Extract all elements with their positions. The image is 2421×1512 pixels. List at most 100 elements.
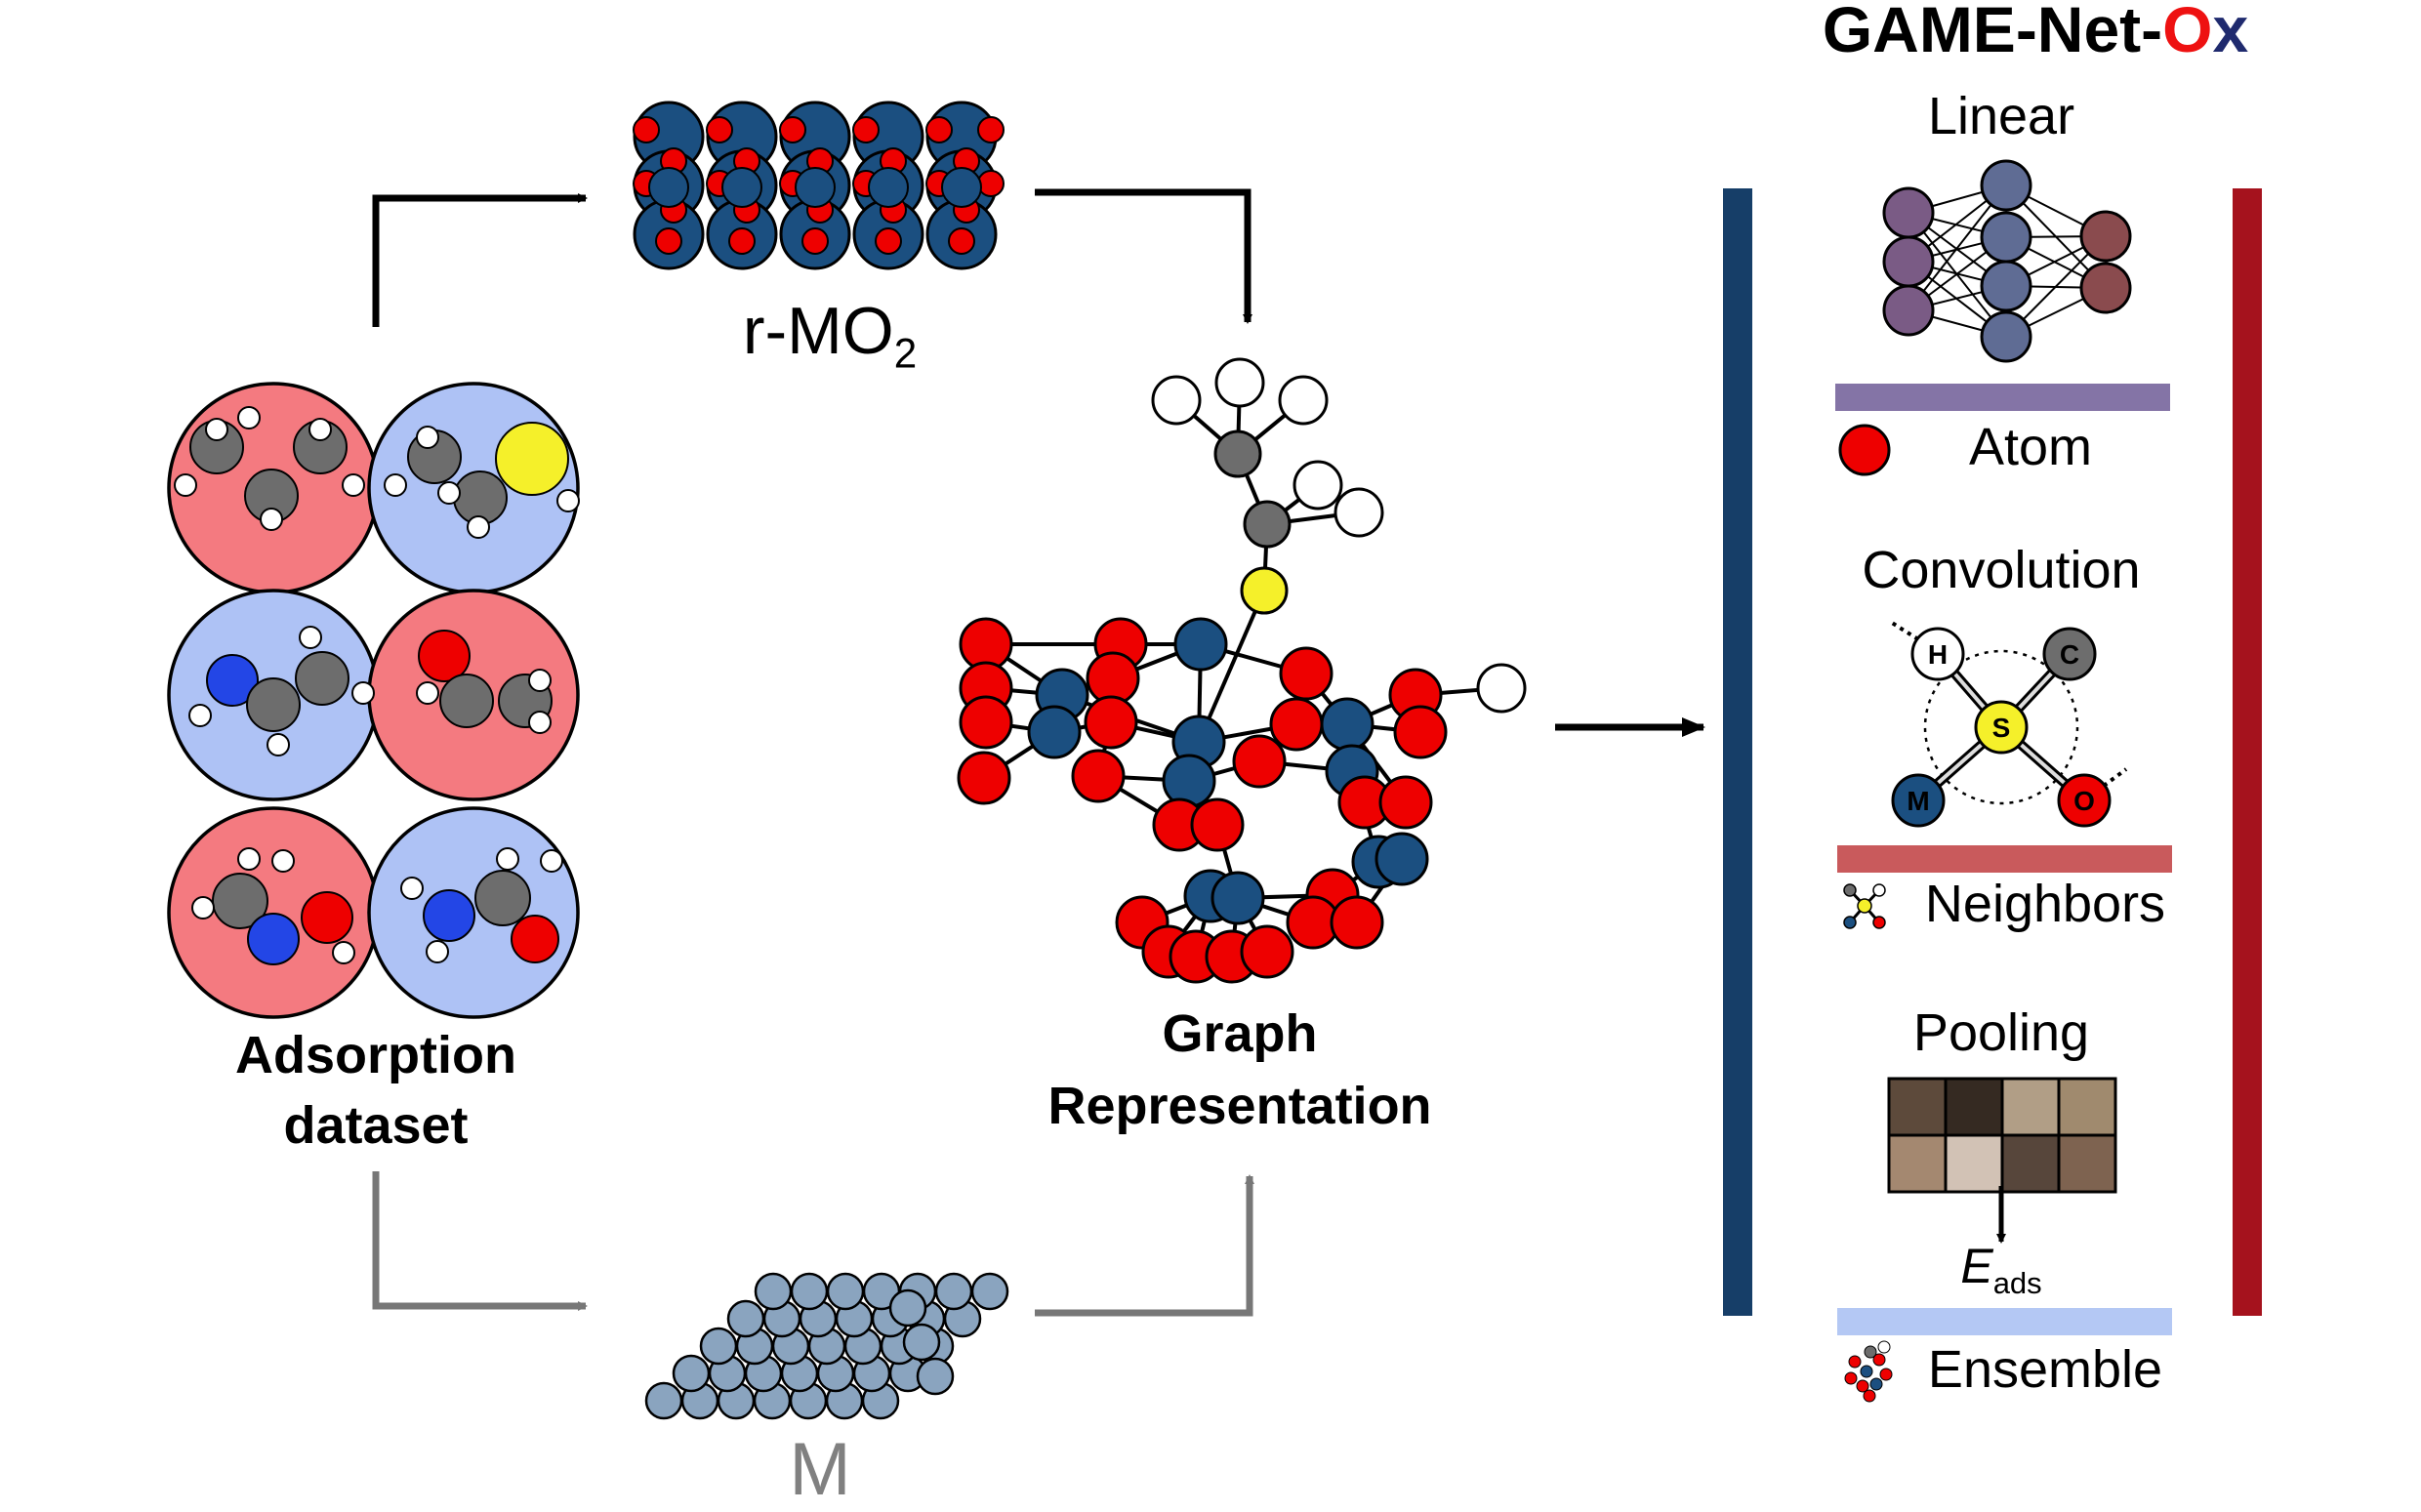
pooling-cell <box>1944 1077 2004 1137</box>
pooling-cell <box>2000 1133 2061 1194</box>
atom-label: Atom <box>1968 418 2093 476</box>
arrow-icon <box>1035 1174 1254 1317</box>
nn-input-node <box>1882 284 1935 337</box>
nn-hidden-node <box>1980 260 2032 312</box>
ensemble-atom <box>1877 1340 1891 1354</box>
hydrogen-atom <box>271 849 295 873</box>
oxygen-node <box>1279 646 1334 701</box>
nn-input-node <box>1882 235 1935 288</box>
carbon-atom <box>212 873 268 929</box>
metal-surface-atom <box>902 1323 941 1362</box>
graph-label: Graph Representation <box>1015 998 1464 1142</box>
dataset-label-line1: Adsorption <box>235 1026 516 1084</box>
oxygen-atom <box>633 116 660 143</box>
conv-sulfur-atom-label: S <box>1992 713 2011 743</box>
linear-bar <box>1835 384 2170 411</box>
oxygen-node <box>1084 695 1138 750</box>
metal-node <box>1162 754 1216 808</box>
graph-label-line2: Representation <box>1047 1077 1432 1135</box>
hydrogen-atom <box>528 711 552 734</box>
conv-metal-atom <box>1891 773 1946 828</box>
conv-hydrogen-atom <box>1910 627 1965 681</box>
arrow-icon <box>372 1171 588 1311</box>
hydrogen-node <box>1476 663 1527 714</box>
nn-hidden-node <box>1980 310 2032 363</box>
metal-node <box>1027 705 1082 759</box>
conv-hydrogen-atom-label: H <box>1928 639 1948 670</box>
hydrogen-atom <box>332 941 355 964</box>
graph-representation-illustration <box>957 357 1527 984</box>
oxygen-node <box>959 695 1013 750</box>
ensemble-atom <box>1872 1353 1886 1367</box>
dataset-label-line2: dataset <box>283 1096 469 1155</box>
pooling-cell <box>2057 1133 2117 1194</box>
hydrogen-atom <box>426 940 449 963</box>
linear-label: Linear <box>1927 87 2075 145</box>
metal-node <box>1320 697 1375 752</box>
hydrogen-atom <box>416 426 439 449</box>
metal-surface-atom <box>888 1288 927 1328</box>
oxygen-atom <box>801 227 829 255</box>
oxygen-atom <box>728 227 756 255</box>
metal-surface-atom <box>672 1354 711 1393</box>
hydrogen-atom <box>260 508 283 531</box>
oxygen-node <box>1393 705 1448 759</box>
nitrogen-atom <box>247 913 300 965</box>
hydrogen-atom <box>308 418 332 441</box>
atom-icon <box>1838 424 1891 476</box>
nn-hidden-node <box>1980 211 2032 264</box>
carbon-node <box>1213 429 1262 478</box>
hydrogen-atom <box>191 896 215 919</box>
conv-carbon-atom <box>2042 627 2097 681</box>
hydrogen-atom <box>496 847 519 871</box>
bond <box>1197 590 1266 743</box>
hydrogen-atom <box>237 406 261 429</box>
hydrogen-atom <box>384 473 407 497</box>
right-rail <box>2233 188 2262 1316</box>
conv-oxygen-atom <box>2057 773 2112 828</box>
carbon-atom <box>246 677 301 732</box>
nitrogen-atom <box>423 889 475 942</box>
hydrogen-node <box>1278 375 1329 426</box>
oxygen-atom <box>977 170 1005 197</box>
carbon-node <box>1243 500 1292 549</box>
neighbor-center <box>1857 898 1872 914</box>
hydrogen-node <box>1334 487 1384 538</box>
dataset-label: Adsorption dataset <box>176 1020 576 1161</box>
nn-hidden-node <box>1980 159 2032 212</box>
oxygen-node <box>1232 734 1287 789</box>
oxygen-atom <box>418 630 471 682</box>
convolution-bar <box>1837 845 2172 873</box>
neighbor-node <box>1843 916 1857 929</box>
dashed-bond <box>1890 621 1920 641</box>
metal-atom <box>795 167 836 208</box>
hydrogen-atom <box>351 681 375 705</box>
ensemble-bar <box>1837 1308 2172 1335</box>
neighborhood-ring <box>1923 649 2079 805</box>
oxygen-node <box>1269 697 1324 752</box>
metal-atom <box>721 167 762 208</box>
arrow-icon <box>372 193 588 327</box>
ensemble-atom <box>1864 1345 1877 1359</box>
oxygen-atom <box>852 116 880 143</box>
oxygen-atom <box>655 227 682 255</box>
metal-surface-atom <box>970 1272 1009 1311</box>
metal-surface-atom <box>699 1327 738 1366</box>
metal-surface-atom <box>644 1381 683 1420</box>
pooling-label: Pooling <box>1912 1003 2090 1062</box>
ensemble-atom <box>1848 1355 1862 1369</box>
ensemble-atom <box>1869 1377 1883 1391</box>
conv-sulfur-atom <box>1974 700 2029 755</box>
pooling-cell <box>2057 1077 2117 1137</box>
sulfur-node <box>1240 566 1289 615</box>
hydrogen-atom <box>437 481 461 505</box>
ensemble-label: Ensemble <box>1927 1340 2163 1399</box>
metal-node <box>1375 832 1429 886</box>
pooling-grid-icon <box>1887 1077 2117 1194</box>
carbon-atom <box>439 674 494 728</box>
metal-node <box>1210 871 1265 925</box>
oxygen-atom <box>925 116 953 143</box>
page-title: GAME-Net-Ox <box>1822 0 2249 65</box>
oxygen-node <box>1071 749 1126 803</box>
